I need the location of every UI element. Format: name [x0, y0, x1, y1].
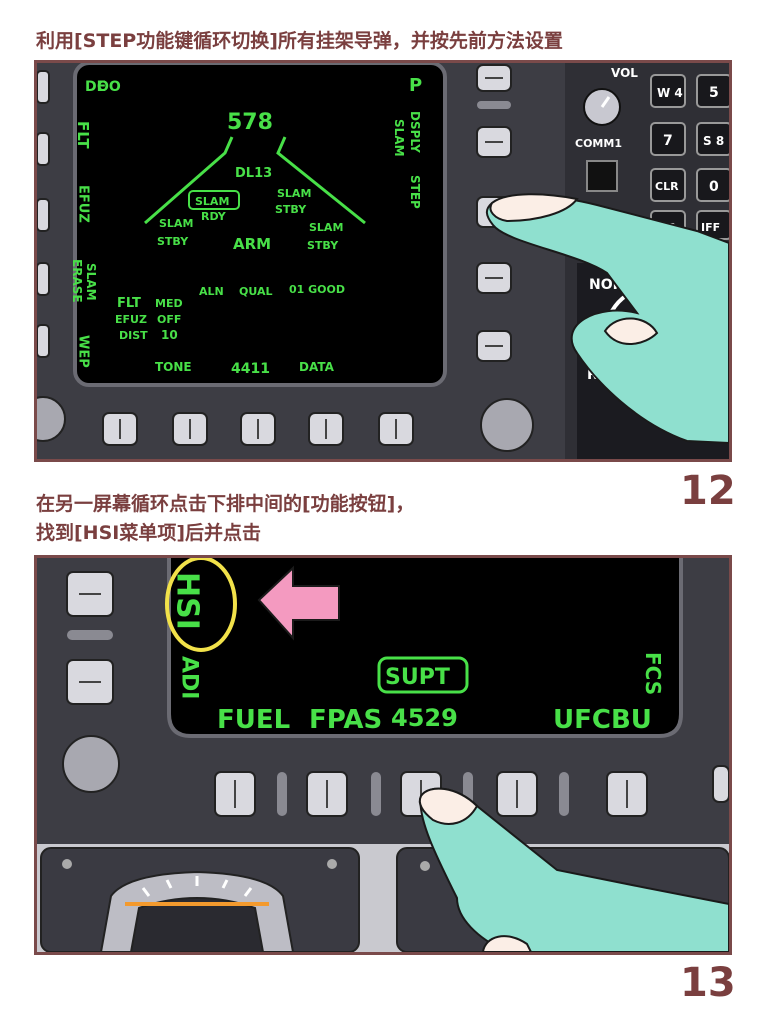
step13-caption-line1: 在另一屏幕循环点击下排中间的[功能按钮]， — [36, 493, 415, 515]
ufc-key-iff-label: IFF — [701, 221, 720, 234]
mfd-efuz: EFUZ — [115, 313, 147, 326]
mfd-left-wep: WEP — [76, 335, 91, 368]
ufc-key-7[interactable] — [650, 122, 686, 156]
mfd-left-bezel — [37, 70, 66, 442]
cockpit-scene-step13: HSI ADI FCS SUPT FUEL FPAS 4529 UFCBU — [37, 558, 729, 952]
mfd-slam-boxed: SLAM — [195, 195, 229, 208]
mfd-right-bezel[interactable] — [476, 64, 534, 452]
mfd-supt[interactable]: SUPT — [385, 665, 450, 690]
pointing-hand-step13 — [418, 787, 729, 952]
mfd-left-slam: SLAM — [84, 263, 98, 301]
mfd2-left-bezel[interactable] — [62, 571, 120, 793]
mfd-off: OFF — [157, 313, 181, 326]
mfd-right-dsply: DSPLY — [408, 111, 422, 153]
mfd-screen-step12 — [73, 63, 447, 387]
cockpit-scene-step12: DE OO P 578 FLT EFUZ ERASE SLAM WEP DSPL… — [37, 63, 729, 459]
mfd-label-de: DE — [85, 79, 106, 95]
mfd-code-13: 4529 — [391, 704, 458, 732]
mfd-right-slam: SLAM — [392, 119, 406, 157]
mfd-adi-option[interactable]: ADI — [177, 656, 202, 699]
step12-caption: 利用[STEP功能键循环切换]所有挂架导弹，并按先前方法设置 — [36, 30, 563, 52]
mfd-arm: ARM — [233, 235, 271, 253]
ufc-key-4[interactable] — [650, 74, 686, 108]
pointer-arrow-icon — [257, 565, 340, 641]
ufc-key-0[interactable] — [696, 168, 729, 202]
mfd-aln: ALN — [199, 285, 224, 298]
mfd-stby-c: STBY — [307, 239, 339, 252]
mfd-slam-a: SLAM — [159, 217, 193, 230]
hsi-highlight-circle — [165, 558, 237, 652]
step13-caption-line2: 找到[HSI菜单项]后并点击 — [36, 522, 262, 544]
mfd-left-flt: FLT — [74, 121, 92, 149]
ufc-comm1-window[interactable] — [586, 160, 618, 192]
ufc-key-clr-label: CLR — [655, 180, 679, 193]
mfd-label-p: P — [409, 75, 422, 96]
mfd-datalink: DL13 — [235, 166, 272, 181]
mfd-stby-b: STBY — [275, 203, 307, 216]
supt-box — [377, 656, 469, 694]
mfd-dist-value: 10 — [161, 328, 178, 342]
mfd-qual: QUAL — [239, 285, 272, 298]
mfd-med: MED — [155, 297, 183, 310]
mfd-hsi-option[interactable]: HSI — [170, 572, 205, 630]
ufc-key-5-label: 5 — [709, 85, 719, 101]
mfd-wing-left — [144, 136, 234, 225]
mfd-fuel-option[interactable]: FUEL — [217, 705, 290, 735]
ufc-key-7-label: 7 — [663, 133, 673, 149]
step13-page-number: 13 — [680, 960, 736, 1006]
ufc-key-8[interactable] — [696, 122, 729, 156]
ufc-vol-label: VOL — [611, 66, 638, 80]
cockpit-panel-step12: DE OO P 578 FLT EFUZ ERASE SLAM WEP DSPL… — [34, 60, 732, 462]
ufc-key-0-label: 0 — [709, 179, 719, 195]
cockpit-panel-step13: HSI ADI FCS SUPT FUEL FPAS 4529 UFCBU — [34, 555, 732, 955]
mfd-fcs-option[interactable]: FCS — [641, 652, 665, 695]
mfd-heading: 578 — [227, 110, 273, 135]
ufc-key-8-label: S 8 — [703, 134, 724, 148]
ufc-comm1-label: COMM1 — [575, 137, 622, 150]
ufc-key-clr[interactable] — [650, 168, 686, 202]
mfd-dist: DIST — [119, 329, 148, 342]
mfd-slam-b: SLAM — [277, 187, 311, 200]
mfd-fpas-option[interactable]: FPAS — [309, 705, 382, 735]
pointing-hand-step12 — [485, 193, 729, 445]
mfd-bottom-bezel[interactable] — [102, 412, 414, 446]
mfd-code: 4411 — [231, 361, 270, 377]
mfd-left-efuz: EFUZ — [76, 185, 91, 223]
mfd-slam-box — [188, 190, 240, 210]
ufc-key-5[interactable] — [696, 74, 729, 108]
mfd-wing-right — [276, 136, 366, 225]
mfd-content-step12: DE OO P 578 FLT EFUZ ERASE SLAM WEP DSPL… — [70, 75, 422, 377]
mfd-label-oo: OO — [97, 79, 121, 95]
mfd-data: DATA — [299, 360, 335, 374]
ufc-key-4-label: W 4 — [657, 86, 683, 100]
mfd-rdy: RDY — [201, 210, 227, 223]
mfd-good: 01 GOOD — [289, 283, 345, 296]
mfd-stby-a: STBY — [157, 235, 189, 248]
mfd-ufcbu-option[interactable]: UFCBU — [553, 705, 652, 735]
mfd-slam-c: SLAM — [309, 221, 343, 234]
mfd-tone: TONE — [155, 360, 192, 374]
step12-page-number: 12 — [680, 468, 736, 514]
mfd-flt: FLT — [117, 296, 141, 311]
mfd-content-step13: HSI ADI FCS SUPT FUEL FPAS 4529 UFCBU — [165, 558, 665, 735]
mfd-right-step: STEP — [408, 175, 422, 209]
mfd-left-erase: ERASE — [70, 259, 84, 303]
